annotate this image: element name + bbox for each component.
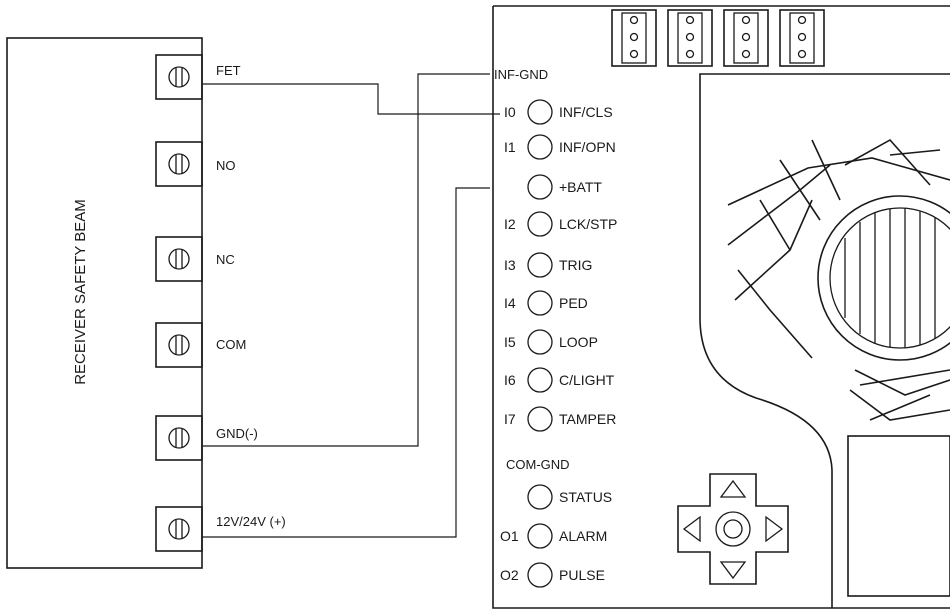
terminal-block-fet: FET <box>155 54 241 100</box>
svg-text:INF/OPN: INF/OPN <box>559 139 616 155</box>
nav-keypad <box>677 473 789 585</box>
terminal-label-com: COM <box>216 337 246 352</box>
terminal-label-nc: NC <box>216 252 235 267</box>
input-i4: I4 PED <box>504 290 588 316</box>
terminal-label-gnd: GND(-) <box>216 426 258 441</box>
svg-text:I2: I2 <box>504 216 516 232</box>
enter-button-icon <box>715 511 751 547</box>
inf-gnd-label: INF-GND <box>494 67 548 82</box>
output-status: STATUS <box>527 484 612 510</box>
svg-text:ALARM: ALARM <box>559 528 607 544</box>
receiver-title: RECEIVER SAFETY BEAM <box>72 199 89 385</box>
svg-text:I7: I7 <box>504 411 516 427</box>
svg-text:I5: I5 <box>504 334 516 350</box>
svg-text:TAMPER: TAMPER <box>559 411 616 427</box>
input-i5: I5 LOOP <box>504 329 598 355</box>
input-i6: I6 C/LIGHT <box>504 367 615 393</box>
header-connector-3 <box>723 9 769 67</box>
header-connector-2 <box>667 9 713 67</box>
output-o2: O2 PULSE <box>500 562 605 588</box>
svg-text:LCK/STP: LCK/STP <box>559 216 617 232</box>
svg-text:C/LIGHT: C/LIGHT <box>559 372 615 388</box>
terminal-block-gnd: GND(-) <box>155 415 258 461</box>
header-connector-1 <box>611 9 657 67</box>
terminal-block-no: NO <box>155 141 236 187</box>
svg-text:LOOP: LOOP <box>559 334 598 350</box>
input-i7: I7 TAMPER <box>504 406 616 432</box>
controller-board <box>492 5 950 609</box>
svg-text:I1: I1 <box>504 139 516 155</box>
receiver-box <box>6 37 203 569</box>
inner-panel <box>699 73 950 608</box>
wire-fet-to-i0 <box>202 83 500 115</box>
wire-gnd-to-inf-gnd <box>202 73 490 447</box>
svg-text:I6: I6 <box>504 372 516 388</box>
svg-text:I4: I4 <box>504 295 516 311</box>
output-o1: O1 ALARM <box>500 523 607 549</box>
svg-text:PED: PED <box>559 295 588 311</box>
arrow-down-icon <box>719 561 747 580</box>
header-connector-4 <box>779 9 825 67</box>
com-gnd-label: COM-GND <box>506 457 570 472</box>
arrow-up-icon <box>719 479 747 498</box>
input-i0: I0 INF/CLS <box>504 99 613 125</box>
terminal-block-nc: NC <box>155 236 235 282</box>
input-batt: +BATT <box>527 174 602 200</box>
wire-power-to-batt <box>202 187 490 538</box>
arrow-right-icon <box>765 515 784 543</box>
input-i1: I1 INF/OPN <box>504 134 616 160</box>
svg-text:I0: I0 <box>504 104 516 120</box>
svg-text:PULSE: PULSE <box>559 567 605 583</box>
terminal-label-no: NO <box>216 158 236 173</box>
terminal-label-fet: FET <box>216 63 241 78</box>
svg-text:+BATT: +BATT <box>559 179 602 195</box>
svg-text:I3: I3 <box>504 257 516 273</box>
logo-graphic <box>727 138 950 421</box>
terminal-label-power: 12V/24V (+) <box>216 514 286 529</box>
svg-text:INF/CLS: INF/CLS <box>559 104 613 120</box>
svg-text:O1: O1 <box>500 528 519 544</box>
svg-text:TRIG: TRIG <box>559 257 592 273</box>
svg-text:O2: O2 <box>500 567 519 583</box>
input-i3: I3 TRIG <box>504 252 592 278</box>
input-i2: I2 LCK/STP <box>504 211 617 237</box>
terminal-block-com: COM <box>155 322 246 368</box>
terminal-block-power: 12V/24V (+) <box>155 506 286 552</box>
display-window <box>847 435 950 597</box>
arrow-left-icon <box>682 515 701 543</box>
svg-text:STATUS: STATUS <box>559 489 612 505</box>
